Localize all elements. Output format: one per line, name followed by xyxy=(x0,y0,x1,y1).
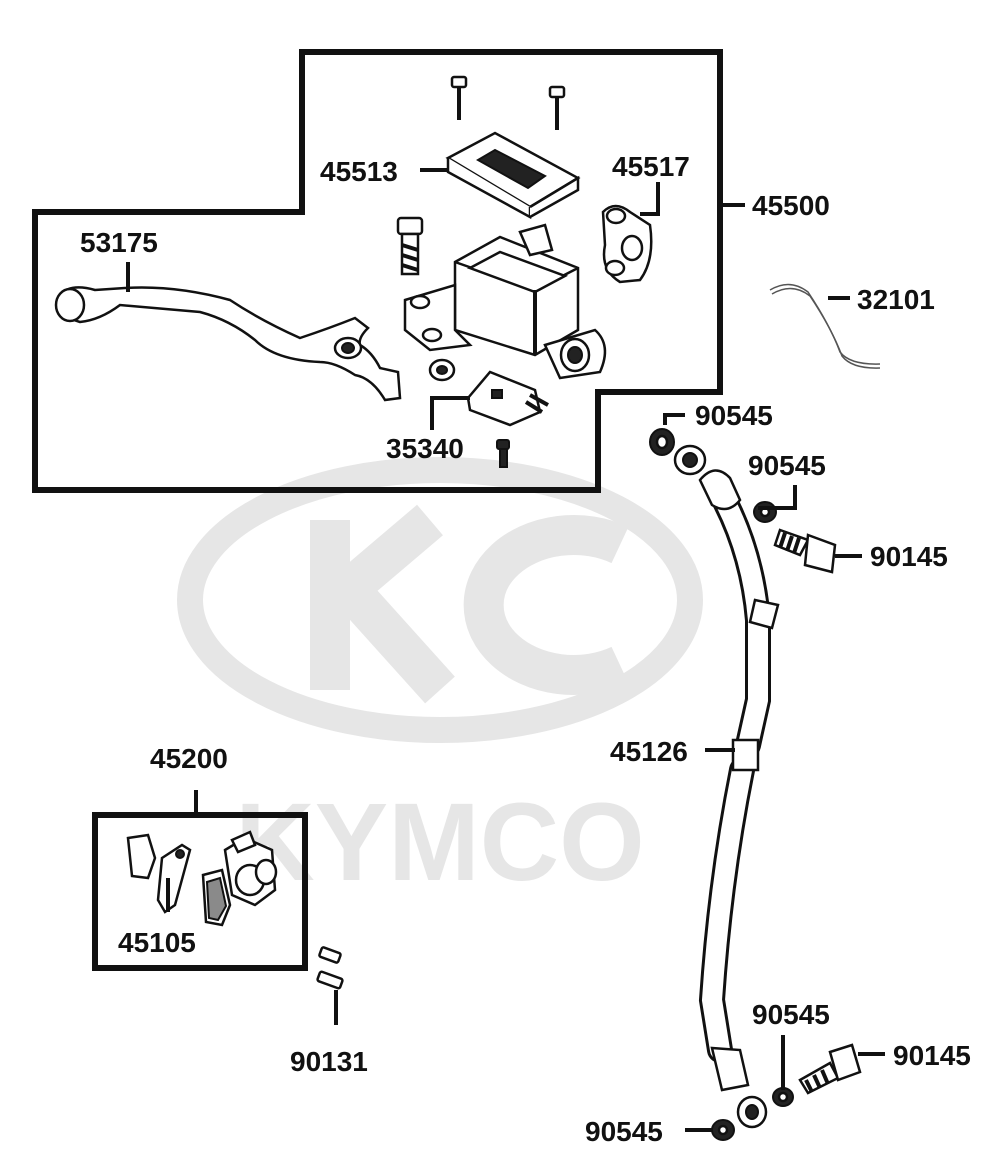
watermark-ring xyxy=(177,457,703,743)
callout-45105: 45105 xyxy=(118,927,196,958)
pivot-nut xyxy=(428,358,456,382)
callout-45126: 45126 xyxy=(610,736,688,767)
cap-screws xyxy=(450,75,566,130)
switch-screw xyxy=(496,439,510,468)
callout-32101: 32101 xyxy=(857,284,935,315)
watermark-c-letter xyxy=(463,515,629,695)
callout-90145-low: 90145 xyxy=(893,1040,971,1071)
caliper-body-part xyxy=(223,830,278,907)
callout-90145-top: 90145 xyxy=(870,541,948,572)
callout-45517: 45517 xyxy=(612,151,690,182)
master-cylinder-body-part xyxy=(403,223,607,380)
kymco-watermark: KYMCO xyxy=(177,457,703,904)
callout-90545-bottom: 90545 xyxy=(585,1116,663,1147)
pad-spring-part xyxy=(156,843,192,914)
lower-banjo-bolt-part xyxy=(798,1043,862,1095)
watermark-k-letter xyxy=(310,504,455,704)
upper-banjo-fitting xyxy=(649,428,777,523)
master-cylinder-assembly-box xyxy=(32,49,723,493)
brake-hose-part xyxy=(698,469,780,1092)
mounting-bolt-part xyxy=(396,216,424,276)
brake-pad-part xyxy=(126,833,232,927)
callout-90545-mid: 90545 xyxy=(748,450,826,481)
callout-45513: 45513 xyxy=(320,156,398,187)
handlebar-clamp-part xyxy=(601,204,653,284)
reservoir-cap-part xyxy=(445,131,581,220)
watermark-brand-text: KYMCO xyxy=(235,781,644,904)
upper-banjo-bolt-part xyxy=(773,528,837,574)
callout-53175: 53175 xyxy=(80,227,158,258)
callout-90545-low: 90545 xyxy=(752,999,830,1030)
callout-90131: 90131 xyxy=(290,1046,368,1077)
caliper-assembly-box xyxy=(92,812,308,971)
caliper-bolts-part xyxy=(316,946,344,990)
switch-wire-part xyxy=(769,283,881,369)
brake-light-switch-part xyxy=(466,370,549,427)
brake-lever-part xyxy=(54,286,402,402)
lower-banjo-fitting xyxy=(711,1087,794,1141)
callout-90545-top: 90545 xyxy=(695,400,773,431)
callout-45200: 45200 xyxy=(150,743,228,774)
leader-lines xyxy=(126,168,885,1132)
callout-35340: 35340 xyxy=(386,433,464,464)
callout-45500: 45500 xyxy=(752,190,830,221)
